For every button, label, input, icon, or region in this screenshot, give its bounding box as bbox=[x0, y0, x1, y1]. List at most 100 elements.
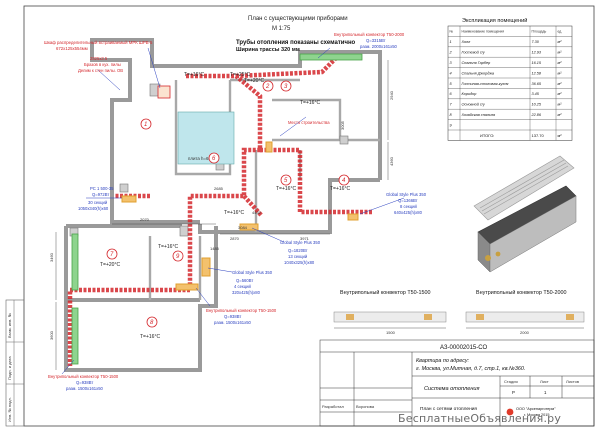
room-marker-circle bbox=[262, 80, 274, 92]
room-number: 7 bbox=[110, 252, 114, 258]
explication-cell: 12.58 bbox=[532, 71, 542, 75]
explication-cell: м² bbox=[558, 113, 563, 117]
dim-4: 3971 bbox=[300, 236, 310, 241]
side-stamp-1: Взам. инв. № bbox=[7, 313, 12, 338]
room-marker-circle bbox=[338, 174, 350, 186]
sheet-frame bbox=[23, 5, 595, 427]
floor-plan-walls bbox=[64, 38, 382, 372]
tb-address-2: г. Москва, ул.Митная, д.7, стр.1, кв.№36… bbox=[416, 366, 525, 372]
room-marker-circle bbox=[140, 118, 152, 130]
gsp-center-line-1: Global Style Plus 350 bbox=[280, 240, 321, 245]
explication-cell: 4 bbox=[450, 71, 452, 75]
explication-cell: м² bbox=[558, 61, 563, 65]
conv-tr-line-3: разм. 2000х161х50 bbox=[360, 44, 398, 49]
explication-cell: 12.93 bbox=[532, 51, 542, 55]
gsp-right-line-2: Q=1366Вт bbox=[398, 198, 418, 203]
explication-total-value: 137.70 bbox=[532, 133, 545, 138]
conv-bl-line-1: Внутрипольный конвектор T50-1500 bbox=[48, 374, 119, 379]
conv-bl-line-2: Q=938Вт bbox=[76, 380, 93, 385]
pipes-note-1: Трубы отопления показаны схематично bbox=[236, 39, 356, 46]
dim-8: 3460 bbox=[49, 252, 54, 262]
explication-header: ед. bbox=[558, 30, 563, 34]
dim-5: 3084 bbox=[238, 225, 248, 230]
watermark: БесплатныеОбъявления.ру bbox=[398, 412, 562, 425]
gsp-center-line-2: Q=1820Вт bbox=[288, 248, 308, 253]
room-temperature: Т=+16°С bbox=[140, 334, 160, 340]
explication-cell: 1 bbox=[450, 40, 452, 44]
callout-leaders bbox=[61, 47, 405, 375]
explication-cell: 9 bbox=[450, 123, 453, 127]
conv-tr-line-1: Внутрипольный конвектор T50-2000 bbox=[334, 32, 405, 37]
dim-3: 4432 bbox=[252, 210, 262, 215]
tb-dev-label: Разработал bbox=[322, 404, 344, 409]
room-marker-circle bbox=[146, 316, 158, 328]
drawing-title: План с существующими приборами bbox=[248, 16, 348, 22]
explication-cell: м² bbox=[558, 40, 563, 44]
title-block bbox=[319, 339, 595, 427]
conv-view-right-dim: 2000 bbox=[520, 330, 530, 335]
gsp-right-line-3: 8 секций bbox=[400, 204, 417, 209]
radiators bbox=[121, 141, 359, 291]
company-logo bbox=[506, 408, 514, 416]
dimension-lines bbox=[55, 60, 389, 370]
explication-cell: 7.30 bbox=[532, 40, 540, 44]
tb-system: Система отопления bbox=[424, 386, 480, 392]
room-marker-circle bbox=[280, 174, 292, 186]
tb-sheet-label: Лист bbox=[540, 379, 549, 384]
callout-gsp-center: Global Style Plus 350 Q=1820Вт 13 секций… bbox=[280, 240, 321, 265]
convector-view-left: Внутрипольный конвектор T50-1500 1500 bbox=[333, 289, 447, 335]
tb-sheet-value: 1 bbox=[544, 390, 547, 395]
conv-view-right-title: Внутрипольный конвектор T50-2000 bbox=[476, 289, 566, 296]
explication-cell: Коридор bbox=[462, 92, 477, 96]
explication-cell: 7 bbox=[450, 103, 453, 107]
gsp-right-line-1: Global Style Plus 350 bbox=[386, 192, 427, 197]
explication-header: № bbox=[450, 30, 454, 34]
tb-sheets-label: Листов bbox=[566, 379, 579, 384]
callout-gsp-bottom: Global Style Plus 350 Q=560Вт 4 секций 3… bbox=[232, 270, 273, 295]
explication-cell: 36.65 bbox=[532, 82, 542, 86]
room-number: 8 bbox=[150, 320, 154, 326]
explication-cell: Основной с/у bbox=[462, 103, 486, 107]
pc-line-2: Q=972Вт bbox=[92, 192, 109, 197]
dim-6: 2685 bbox=[214, 186, 224, 191]
coords-line-1: 2825х3.5 bbox=[90, 56, 108, 61]
callout-pc: PC 1 500-35 Q=972Вт 30 секций 1050х340(h… bbox=[78, 186, 114, 211]
explication-header: Наименование помещения bbox=[462, 30, 505, 34]
tb-company-2: г. Москва 2015 bbox=[524, 413, 550, 417]
callout-gsp-right: Global Style Plus 350 Q=1366Вт 8 секций … bbox=[386, 192, 427, 215]
floor-convectors bbox=[71, 53, 363, 365]
floor-slab bbox=[177, 111, 235, 165]
explication-cell: 3.45 bbox=[532, 92, 540, 96]
explication-header: Площадь bbox=[532, 30, 547, 34]
explication-cell: 3 bbox=[450, 61, 453, 65]
explication-cell: 10.25 bbox=[532, 103, 542, 107]
explication-cell: м² bbox=[558, 71, 563, 75]
gsp-bottom-line-2: Q=560Вт bbox=[236, 278, 253, 283]
room-marker-circle bbox=[280, 80, 292, 92]
room-temperature: Т=+16°С bbox=[158, 244, 178, 250]
explication-total-unit: м² bbox=[558, 133, 563, 138]
coords-line-2: Бразов в кух. пилы bbox=[84, 62, 121, 67]
temp-top-2: Т=+25°С bbox=[230, 72, 250, 78]
conv-b-line-2: Q=938Вт bbox=[224, 314, 241, 319]
convector-product-image bbox=[473, 155, 577, 273]
room-temperature: Т=+16°С bbox=[300, 100, 320, 106]
conv-view-left-title: Внутрипольный конвектор T50-1500 bbox=[340, 289, 430, 296]
dim-2: 2870 bbox=[230, 236, 240, 241]
room-temperature: Т=+20°С bbox=[100, 262, 120, 268]
gsp-center-line-3: 13 секций bbox=[288, 254, 308, 259]
tb-sheet-name: План с сетями отопления bbox=[420, 406, 477, 412]
explication-cell: м² bbox=[558, 103, 563, 107]
callout-conv-bottom-left: Внутрипольный конвектор T50-1500 Q=938Вт… bbox=[48, 374, 119, 391]
room-temperature: Т=+16°С bbox=[330, 186, 350, 192]
explication-total-label: ИТОГО: bbox=[480, 133, 494, 138]
callout-coords: 2825х3.5 Бразов в кух. пилы Делим к стен… bbox=[78, 56, 123, 73]
conv-tr-line-2: Q=3315Вт bbox=[366, 38, 386, 43]
room-number: 3 bbox=[284, 84, 288, 90]
room-marker-circle bbox=[106, 248, 118, 260]
explication-cell: Хозяйская спальня bbox=[461, 113, 496, 117]
explication-cell: 22.86 bbox=[531, 113, 542, 117]
